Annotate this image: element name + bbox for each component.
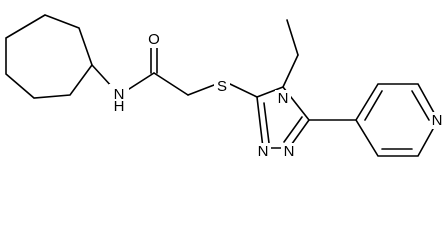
triazole-bond-c5-n1-b (283, 116, 303, 143)
atom-label-nh-h: H (114, 98, 125, 115)
cycloheptane-bonds (5, 14, 93, 99)
pyridine-inner-double-2 (411, 90, 430, 121)
cycloheptane-ring (5, 14, 93, 99)
atom-label-n-pyridine: N (432, 112, 443, 129)
molecule-structure-diagram: N H O S N N N N (5, 14, 445, 160)
pyridine-inner-double-1 (364, 90, 383, 121)
atom-label-n-ring-lower-left: N (258, 143, 269, 160)
bond-ch2-to-s (187, 84, 215, 96)
atom-label-n-ring-lower-right: N (284, 143, 295, 160)
triazole-bond-c3-n4 (256, 86, 284, 98)
pyridine-bonds (355, 83, 439, 157)
pyridine-ring (308, 83, 439, 157)
triazole-bond-n2-c3-b (263, 102, 270, 144)
bond-carbonyl-to-ch2 (153, 72, 189, 96)
bond-s-to-triazole (229, 83, 258, 98)
bond-nh-to-carbonyl (125, 72, 155, 92)
triazole-bond-n2-c3-a (256, 96, 264, 149)
atom-labels: N H O S N N N N (109, 31, 445, 160)
atom-label-n-ethyl: N (278, 90, 289, 107)
bond-ch2-to-ch3 (286, 19, 299, 56)
atom-label-o: O (148, 31, 160, 48)
atom-label-s: S (217, 78, 227, 95)
ethyl-group (282, 19, 299, 88)
atom-label-nh-n: N (114, 86, 125, 103)
bond-n4-to-ch2 (282, 54, 299, 88)
